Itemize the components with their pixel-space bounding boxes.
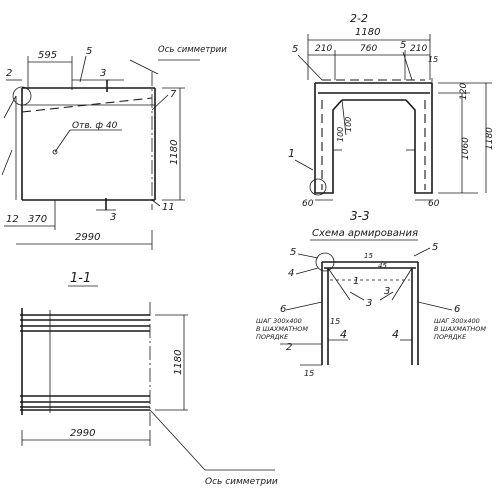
dim-120: 120 <box>459 83 469 100</box>
section-1-1-view: 1-1 1180 2990 Ось симметрии <box>20 271 278 487</box>
callout-4-reinf-right: 4 <box>392 328 399 341</box>
dim-595: 595 <box>38 50 57 61</box>
dim-210-left: 210 <box>315 44 332 54</box>
dim-760: 760 <box>360 44 377 54</box>
dim-2990-elevation: 2990 <box>75 232 100 243</box>
callout-5-section-right: 5 <box>400 40 406 51</box>
callout-1-reinf: 1 <box>353 276 359 287</box>
mesh-note-left-3: ПОРЯДКЕ <box>256 333 289 341</box>
callout-4-reinf-mid: 4 <box>340 328 347 341</box>
mesh-note-left-1: ШАГ 300х400 <box>256 317 302 325</box>
axis-label-elevation: Ось симметрии <box>158 45 227 55</box>
dim-15-reinf-c: 15 <box>304 369 314 378</box>
callout-5-elevation: 5 <box>86 46 92 57</box>
dim-1180-section: 1180 <box>173 350 184 375</box>
dim-60-left: 60 <box>302 199 314 209</box>
callout-7: 7 <box>170 89 177 100</box>
dim-45: 45 <box>378 262 387 270</box>
detail-circle-section <box>309 178 327 196</box>
section-mark-3-top: 3 <box>100 68 106 79</box>
dim-15-reinf-a: 15 <box>364 252 373 260</box>
mesh-note-left-2: В ШАХМАТНОМ <box>256 325 308 333</box>
mesh-note-right-3: ПОРЯДКЕ <box>434 333 467 341</box>
callout-6-reinf-right: 6 <box>454 304 460 315</box>
section-mark-3-bottom: 3 <box>110 212 116 223</box>
dim-1180-elevation: 1180 <box>169 140 180 165</box>
detail-circle-reinforcement <box>315 252 335 272</box>
callout-2-reinf: 2 <box>286 342 292 353</box>
dim-1060: 1060 <box>461 137 471 160</box>
dim-15-reinf-b: 15 <box>330 317 340 326</box>
dim-2990-section: 2990 <box>70 428 95 439</box>
callout-5-reinf-right: 5 <box>432 242 438 253</box>
detail-circle-elevation <box>12 86 32 106</box>
callout-4-reinf-top: 4 <box>288 268 294 279</box>
axis-label-section: Ось симметрии <box>205 477 278 487</box>
title-1-1: 1-1 <box>70 271 91 286</box>
dim-210-right: 210 <box>410 44 427 54</box>
callout-3-reinf-a: 3 <box>384 286 390 297</box>
cross-section-3-3: 2-2 1180 210 760 210 5 5 1 <box>288 12 495 223</box>
callout-1-section: 1 <box>288 147 295 160</box>
callout-11: 11 <box>162 202 175 213</box>
dim-370: 370 <box>28 214 47 225</box>
callout-5-reinf-left: 5 <box>290 247 296 258</box>
hole-marker <box>52 149 58 155</box>
reinforcement-scheme: Схема армирования 5 5 4 1 3 3 15 45 15 1… <box>256 228 486 378</box>
dim-60-right: 60 <box>428 199 440 209</box>
title-3-3: 3-3 <box>350 209 370 223</box>
callout-5-section-left: 5 <box>292 44 298 55</box>
dim-100-b: 100 <box>336 127 345 142</box>
callout-2-elevation: 2 <box>6 68 12 79</box>
callout-3-reinf-b: 3 <box>366 298 372 309</box>
dim-100-a: 100 <box>344 117 353 132</box>
title-2-2: 2-2 <box>350 12 368 25</box>
reinforcement-title: Схема армирования <box>312 228 418 239</box>
callout-12: 12 <box>6 214 19 225</box>
mesh-note-right-2: В ШАХМАТНОМ <box>434 325 486 333</box>
hole-label: Отв. ф 40 <box>72 121 118 131</box>
dim-1180-side: 1180 <box>485 127 495 150</box>
elevation-view: 595 5 2 3 Ось симметрии 7 Отв. ф 40 1180… <box>1 45 227 250</box>
mesh-note-right-1: ШАГ 300х400 <box>434 317 480 325</box>
dim-15-section: 15 <box>428 55 438 64</box>
dim-1180-top: 1180 <box>355 27 380 38</box>
callout-6-reinf-left: 6 <box>280 304 286 315</box>
